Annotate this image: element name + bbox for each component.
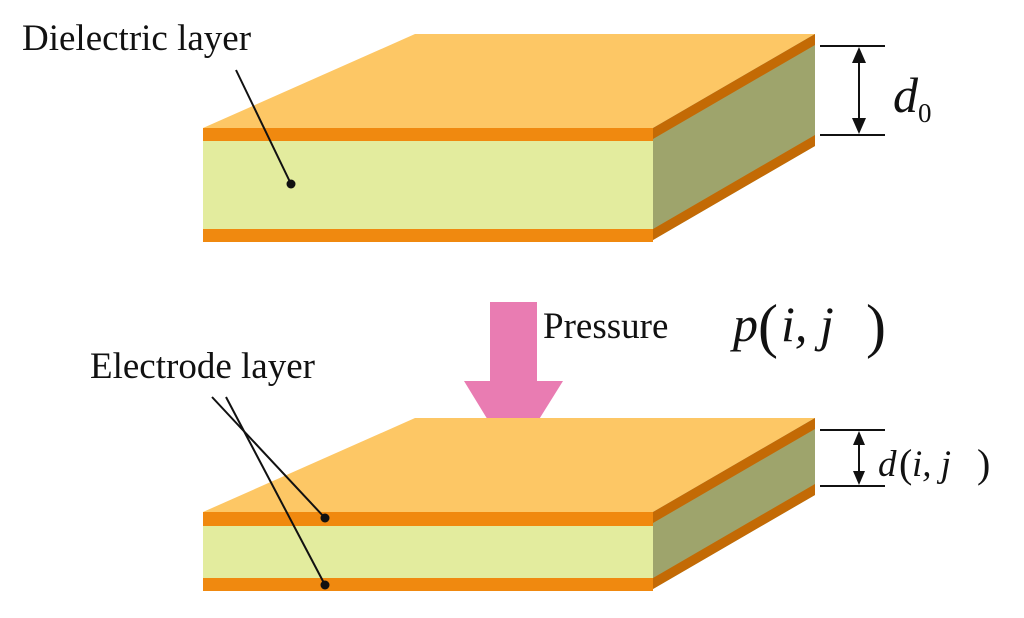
electrode-pointer-upper — [211, 396, 326, 519]
svg-text:p: p — [730, 296, 758, 352]
bottom-slab-upper-electrode — [203, 512, 653, 526]
svg-text:i, j: i, j — [781, 296, 834, 352]
electrode-layer-label: Electrode layer — [90, 346, 315, 387]
bottom-slab-dielectric — [203, 526, 653, 578]
svg-text:(: ( — [899, 441, 912, 486]
electrode-pointer-dot-lower — [320, 580, 330, 590]
svg-text:(: ( — [758, 293, 778, 359]
top-slab-dielectric — [203, 141, 653, 229]
top-slab-side-lower-electrode — [653, 135, 815, 240]
dielectric-pointer-line — [235, 69, 292, 185]
top-slab-side-face — [653, 34, 815, 240]
top-slab-top-face — [203, 34, 815, 128]
pressure-label: Pressure — [543, 306, 668, 347]
bottom-slab-side-upper-electrode — [653, 418, 815, 523]
svg-text:d: d — [878, 444, 897, 485]
top-slab-side-upper-electrode — [653, 34, 815, 139]
bottom-slab-lower-electrode — [203, 578, 653, 591]
top-slab-upper-electrode — [203, 128, 653, 141]
bottom-slab-side-face — [653, 418, 815, 589]
electrode-pointer-lower — [225, 396, 326, 586]
uncompressed-sensor — [203, 34, 815, 242]
d-ij-label: d ( i, j ) — [878, 441, 990, 486]
svg-text:): ) — [977, 441, 990, 486]
svg-text:i, j: i, j — [912, 444, 951, 485]
bottom-slab-top-face — [203, 418, 815, 512]
electrode-pointer-dot-upper — [320, 513, 330, 523]
d0-dimension-marker — [820, 45, 885, 136]
pressure-formula: p ( i, j ) — [730, 293, 886, 359]
dielectric-pointer-dot — [286, 179, 296, 189]
d0-label: d0 — [893, 67, 932, 128]
top-slab-lower-electrode — [203, 229, 653, 242]
svg-text:): ) — [866, 293, 886, 359]
bottom-slab-side-lower-electrode — [653, 484, 815, 589]
d-ij-dimension-marker — [820, 429, 885, 487]
dielectric-layer-label: Dielectric layer — [22, 18, 251, 59]
compressed-sensor — [203, 418, 815, 591]
